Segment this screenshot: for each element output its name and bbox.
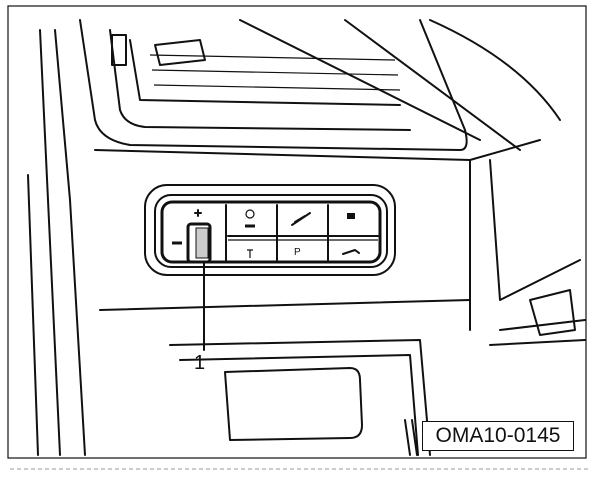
hill-descent-icon[interactable]: [342, 249, 360, 255]
speed-limit-icon[interactable]: [245, 209, 255, 219]
callout-number: 1: [194, 352, 206, 374]
park-assist-label[interactable]: P: [294, 247, 301, 258]
switch-panel: [144, 184, 396, 276]
camera-icon[interactable]: [347, 213, 355, 219]
air-vent: [79, 19, 468, 151]
figure-code: OMA10-0145: [422, 421, 574, 451]
headlight-leveling-dial[interactable]: [186, 222, 212, 264]
headlight-icon: [194, 209, 202, 217]
figure-frame: [7, 5, 587, 459]
esc-off-icon[interactable]: [247, 249, 253, 258]
lane-assist-icon[interactable]: [291, 212, 311, 226]
